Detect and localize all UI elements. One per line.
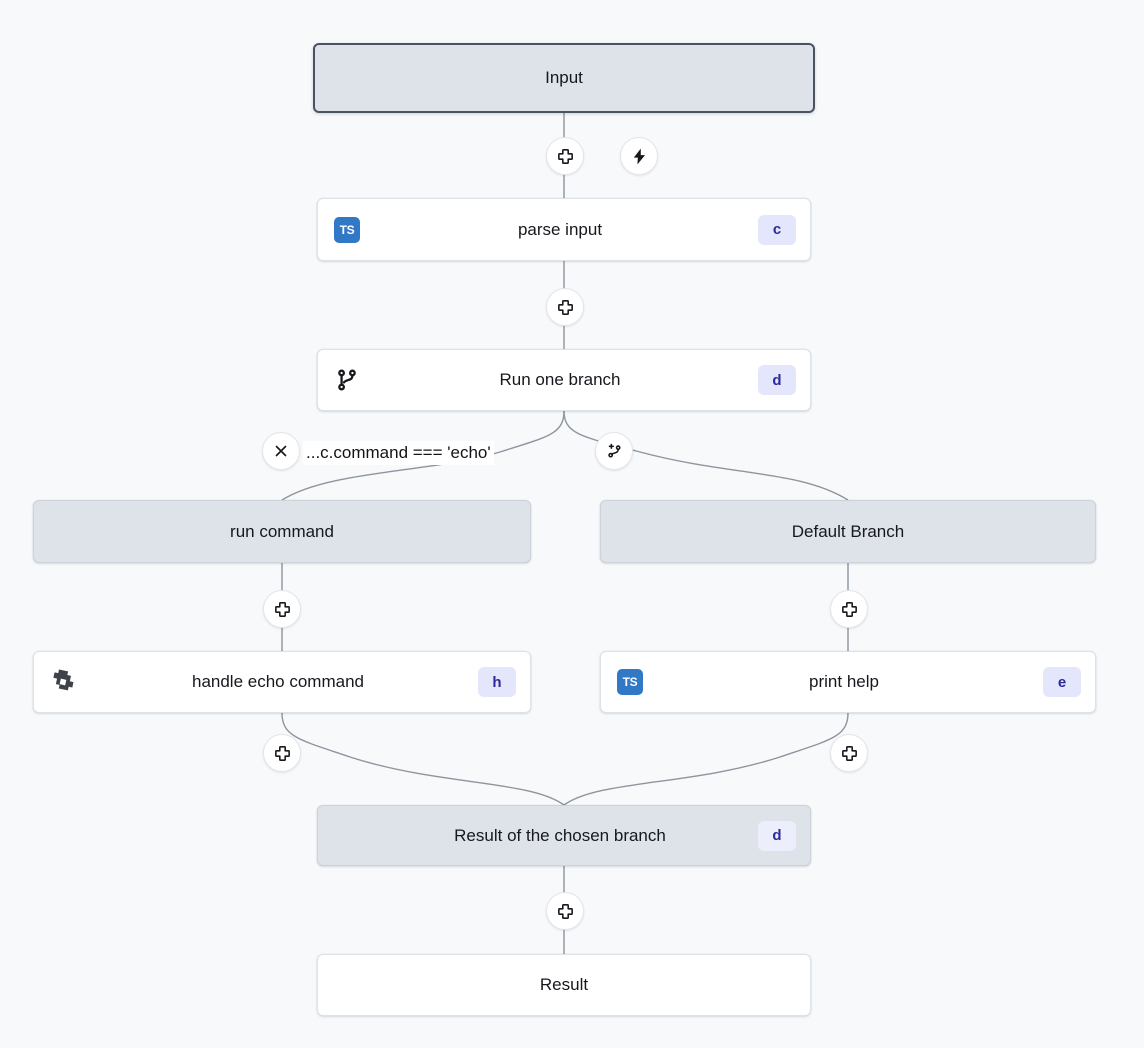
node-default-branch-label: Default Branch xyxy=(791,521,905,541)
node-run-command[interactable]: run command xyxy=(33,500,531,563)
node-input-label: Input xyxy=(545,68,583,87)
typescript-icon-text: TS xyxy=(334,216,360,243)
plus-icon xyxy=(274,745,290,761)
node-run-one-branch-badge[interactable]: d xyxy=(758,365,796,395)
trigger-button[interactable] xyxy=(620,137,658,175)
node-handle-echo-command[interactable]: handle echo command h xyxy=(33,651,531,713)
git-branch-icon xyxy=(332,365,362,395)
add-step-after-parse-input[interactable] xyxy=(546,288,584,326)
node-result-of-chosen-branch[interactable]: Result of the chosen branch d xyxy=(317,805,811,866)
node-print-help[interactable]: TS print help e xyxy=(600,651,1096,713)
node-run-one-branch-label: Run one branch xyxy=(499,370,621,389)
node-parse-input[interactable]: TS parse input c xyxy=(317,198,811,261)
node-run-command-label: run command xyxy=(230,521,334,541)
add-step-after-default-branch[interactable] xyxy=(830,590,868,628)
plus-icon xyxy=(841,601,857,617)
node-result-of-chosen-branch-badge[interactable]: d xyxy=(758,820,796,851)
node-default-branch[interactable]: Default Branch xyxy=(600,500,1096,563)
plus-icon xyxy=(557,148,573,164)
edge-handle-echo-to-result-branch xyxy=(281,712,565,806)
node-print-help-label: print help xyxy=(809,672,879,691)
node-result-label: Result xyxy=(539,975,589,994)
plus-icon xyxy=(841,745,857,761)
add-step-after-run-command[interactable] xyxy=(263,590,301,628)
node-run-one-branch[interactable]: Run one branch d xyxy=(317,349,811,411)
add-step-after-handle-echo[interactable] xyxy=(263,734,301,772)
node-result[interactable]: Result xyxy=(317,954,811,1016)
plus-icon xyxy=(274,601,290,617)
edge-print-help-to-result-branch xyxy=(563,712,849,806)
add-step-after-input[interactable] xyxy=(546,137,584,175)
puzzle-piece-icon xyxy=(48,667,78,697)
node-handle-echo-command-label: handle echo command xyxy=(191,672,364,691)
close-icon xyxy=(275,445,287,457)
add-step-after-print-help[interactable] xyxy=(830,734,868,772)
node-print-help-badge[interactable]: e xyxy=(1043,667,1081,697)
node-handle-echo-command-badge[interactable]: h xyxy=(478,667,516,697)
typescript-icon: TS xyxy=(332,215,362,245)
typescript-icon: TS xyxy=(615,667,645,697)
lightning-bolt-icon xyxy=(633,148,645,164)
plus-icon xyxy=(557,903,573,919)
node-parse-input-badge[interactable]: c xyxy=(758,214,796,245)
git-branch-plus-icon xyxy=(608,443,621,458)
plus-icon xyxy=(557,299,573,315)
node-input[interactable]: Input xyxy=(313,43,815,113)
node-result-of-chosen-branch-label: Result of the chosen branch xyxy=(454,825,666,845)
add-step-after-result-branch[interactable] xyxy=(546,892,584,930)
node-parse-input-label: parse input xyxy=(517,219,603,239)
remove-branch-button[interactable] xyxy=(262,432,300,470)
typescript-icon-text: TS xyxy=(617,669,643,695)
add-branch-button[interactable] xyxy=(595,432,633,470)
branch-condition-label[interactable]: ...c.command === 'echo' xyxy=(303,441,494,465)
